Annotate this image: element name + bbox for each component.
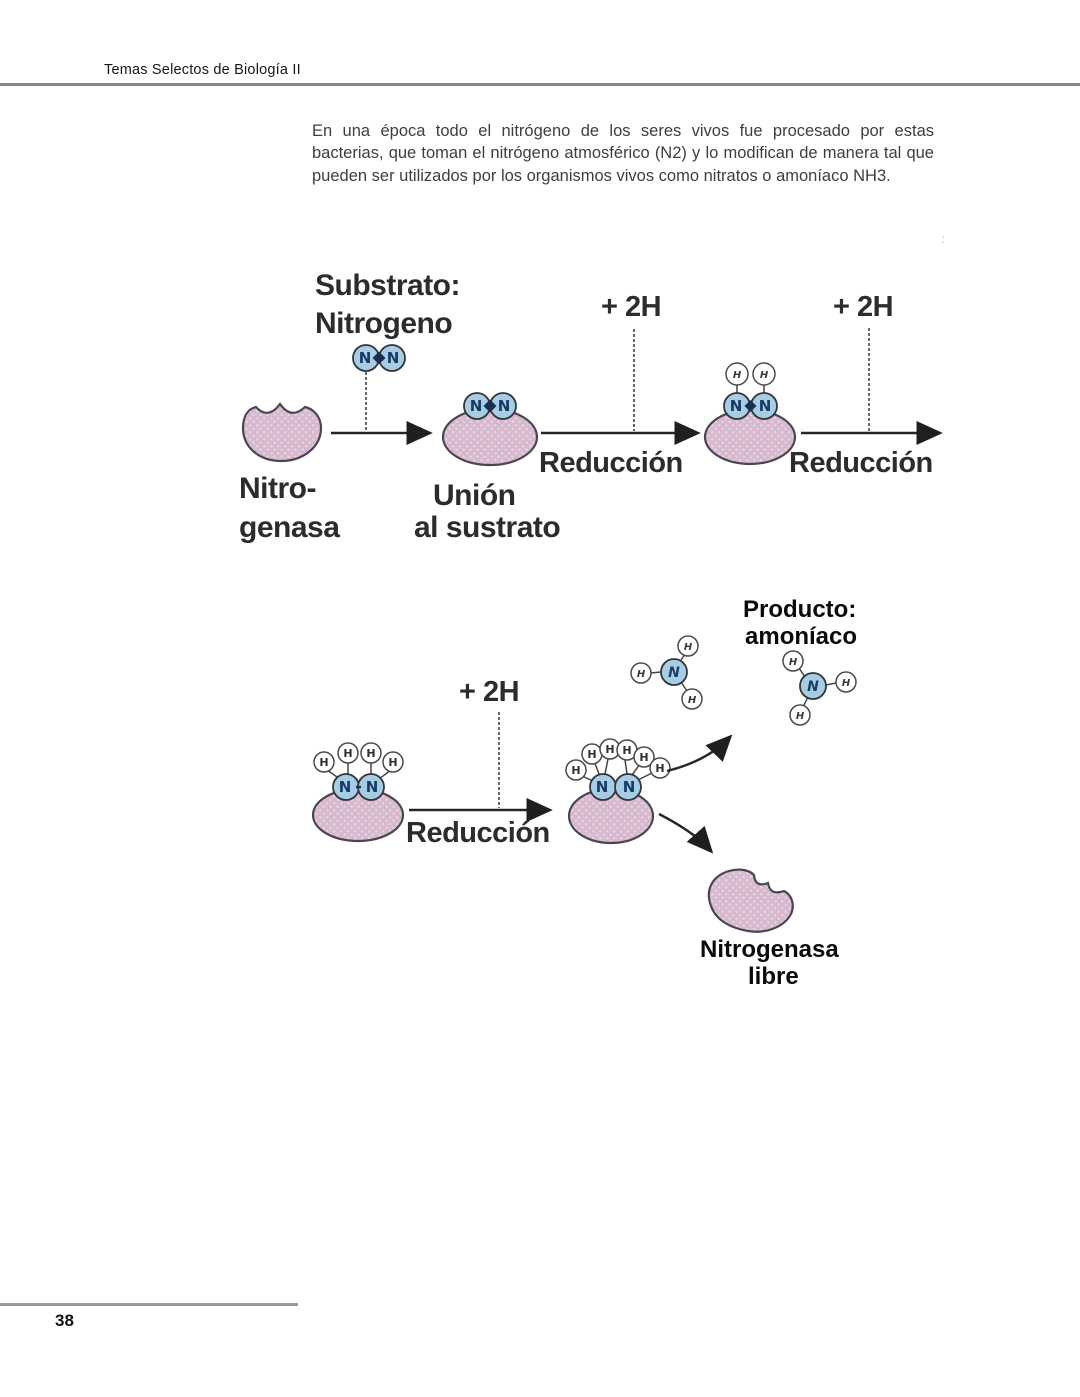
binding-label-line2: al sustrato xyxy=(414,511,560,544)
ammonia-molecule-1: H H H N xyxy=(630,635,703,710)
hydrogen-atom-label: H xyxy=(688,695,697,706)
free-nitrogenase-blob xyxy=(707,868,794,933)
nitrogen-atom-label: N xyxy=(359,349,372,367)
hydrogen-atom-label: H xyxy=(655,762,664,775)
nitrogen-atom-label: N xyxy=(387,349,400,367)
enzyme-label-line1: Nitro- xyxy=(239,472,316,505)
enzyme-n2h4-blob xyxy=(311,787,405,843)
hydrogen-atom-label: H xyxy=(842,678,851,689)
hydrogen-atom-label: H xyxy=(388,756,397,769)
hydrogen-atom-label: H xyxy=(319,756,328,769)
nitrogen-atom-label: N xyxy=(339,778,352,796)
product-label-line2: amoníaco xyxy=(745,623,857,650)
hydrogen-atom-label: H xyxy=(760,370,769,381)
reduction-label-2: Reducción xyxy=(789,447,933,479)
hydrogen-atom-label: H xyxy=(796,711,805,722)
page-number: 38 xyxy=(55,1311,74,1330)
substrate-label-line2: Nitrogeno xyxy=(315,307,452,340)
n2h4-molecule: H H H H N N xyxy=(313,742,404,801)
nitrogen-atom-label: N xyxy=(730,397,743,415)
nitrogen-atom-label: N xyxy=(759,397,772,415)
n2h2-molecule: H H N N xyxy=(723,362,778,420)
bound-n2-molecule: N N xyxy=(463,392,517,420)
nitrogen-atom-label: N xyxy=(623,778,636,796)
enzyme-n2h2-blob xyxy=(703,408,797,466)
nitrogen-atom-label: N xyxy=(470,397,483,415)
reduction-label-1: Reducción xyxy=(539,447,683,479)
nitrogen-atom-label: N xyxy=(668,665,680,681)
faint-colon-mark: : xyxy=(941,232,945,247)
plus-2h-label-3: + 2H xyxy=(459,676,519,708)
nitrogen-atom-label: N xyxy=(366,778,379,796)
ammonia-molecule-2: H H H N xyxy=(782,650,857,726)
footer-divider xyxy=(0,1303,298,1306)
forming-ammonia-molecule: H H H H H H N N xyxy=(565,738,671,801)
hydrogen-atom-label: H xyxy=(684,642,693,653)
nitrogenase-enzyme-blob xyxy=(241,402,323,463)
hydrogen-atom-label: H xyxy=(639,751,648,764)
reduction-label-3: Reducción xyxy=(406,817,550,849)
header-title: Temas Selectos de Biología II xyxy=(104,62,301,78)
nitrogen-atom-label: N xyxy=(596,778,609,796)
plus-2h-label-1: + 2H xyxy=(601,291,661,323)
substrate-label-line1: Substrato: xyxy=(315,269,460,302)
product-label-line1: Producto: xyxy=(743,596,856,623)
hydrogen-atom-label: H xyxy=(343,747,352,760)
enzyme-label-line2: genasa xyxy=(239,511,340,544)
body-paragraph: En una época todo el nitrógeno de los se… xyxy=(312,122,934,185)
hydrogen-atom-label: H xyxy=(789,657,798,668)
hydrogen-atom-label: H xyxy=(637,669,646,680)
hydrogen-atom-label: H xyxy=(571,764,580,777)
hydrogen-atom-label: H xyxy=(733,370,742,381)
hydrogen-atom-label: H xyxy=(622,744,631,757)
product-release-arrow xyxy=(666,734,733,773)
free-enzyme-label-line2: libre xyxy=(748,963,799,990)
enzyme-release-arrow xyxy=(658,812,714,854)
hydrogen-atom-label: H xyxy=(587,748,596,761)
hydrogen-atom-label: H xyxy=(605,743,614,756)
substrate-n2-molecule: N N xyxy=(352,344,406,372)
nitrogen-atom-label: N xyxy=(807,679,819,695)
nitrogen-atom-label: N xyxy=(498,397,511,415)
hydrogen-atom-label: H xyxy=(366,747,375,760)
plus-2h-label-2: + 2H xyxy=(833,291,893,323)
free-enzyme-label-line1: Nitrogenasa xyxy=(700,936,839,963)
enzyme-substrate-complex-blob xyxy=(441,407,539,467)
header-divider xyxy=(0,83,1080,86)
binding-label-line1: Unión xyxy=(433,479,515,512)
